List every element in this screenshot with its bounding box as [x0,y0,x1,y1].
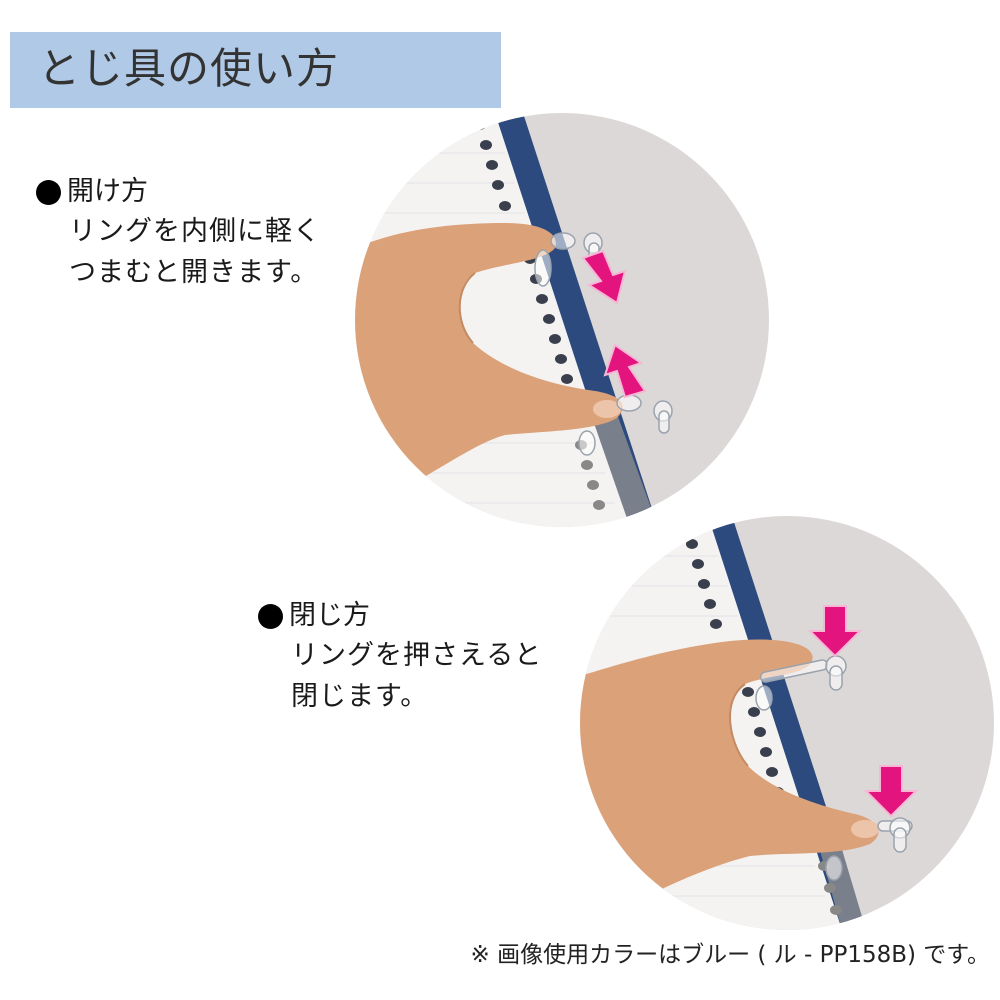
open-heading-row: 開け方 [36,173,321,211]
close-heading: 閉じ方 [289,600,370,631]
close-instructions: 閉じ方 リングを押さえると 閉じます。 [258,597,542,717]
bullet-icon [36,179,61,205]
close-ring-photo [580,516,994,930]
open-description-line: リングを内側に軽く [69,216,321,247]
close-description-line: 閉じます。 [291,681,429,712]
open-instructions: 開け方 リングを内側に軽く つまむと開きます。 [36,173,321,293]
open-ring-photo [355,113,769,527]
close-description: リングを押さえると 閉じます。 [291,635,542,717]
bullet-icon [258,603,283,629]
title-banner: とじ具の使い方 [10,32,501,108]
close-description-line: リングを押さえると [291,640,543,671]
open-description: リングを内側に軽く つまむと開きます。 [69,211,321,293]
open-description-line: つまむと開きます。 [69,257,319,288]
open-heading: 開け方 [67,176,148,207]
page-title: とじ具の使い方 [38,44,340,93]
close-heading-row: 閉じ方 [258,597,542,635]
color-footnote: ※ 画像使用カラーはブルー ( ル - PP158B) です。 [470,942,990,968]
